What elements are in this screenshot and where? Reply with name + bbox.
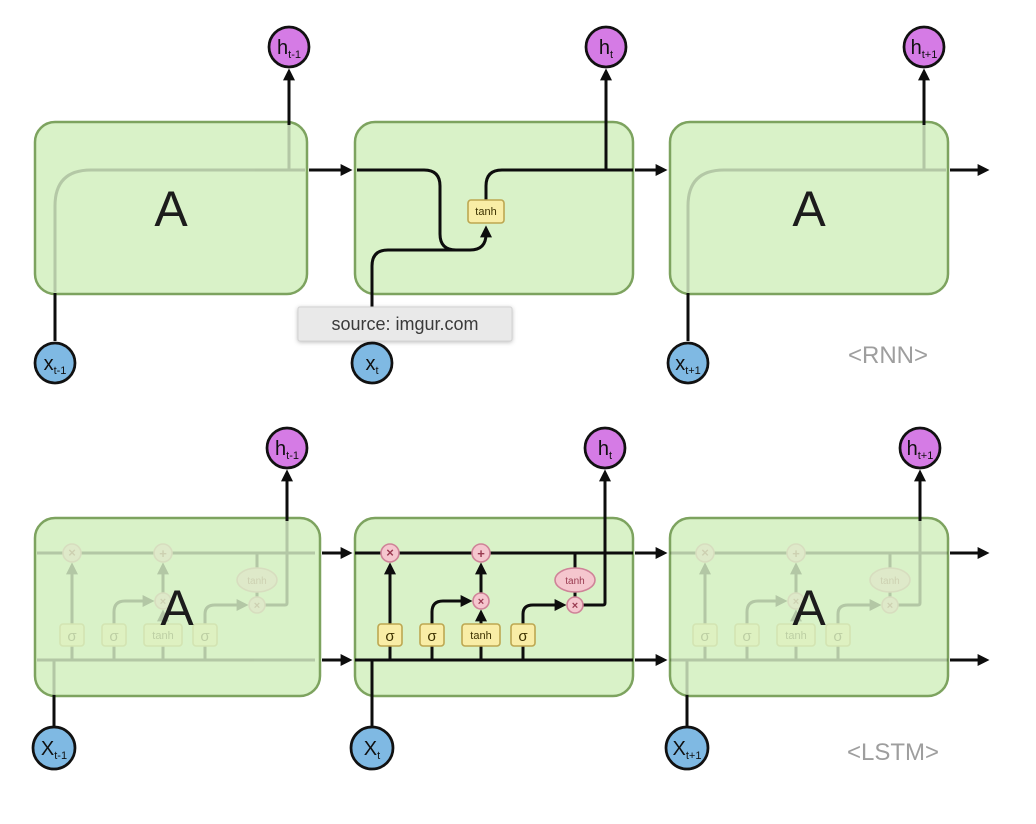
node-label-sub: t xyxy=(375,365,378,377)
cell-label: A xyxy=(154,181,188,237)
node-label-base: h xyxy=(907,438,918,460)
node-label: xt+1 xyxy=(675,353,701,377)
rnn-output-node-next xyxy=(902,25,946,69)
rnn-section: tanh A A ht-1 ht ht+1 xt-1 xt xt+1 <RNN> xyxy=(33,25,990,385)
tooltip-text: source: imgur.com xyxy=(331,314,478,334)
node-label-sub: t xyxy=(377,750,380,762)
node-label: ht-1 xyxy=(275,438,299,462)
lstm-cell-current xyxy=(353,516,635,698)
lstm-output-node-next xyxy=(898,426,942,470)
cell-label: A xyxy=(792,181,826,237)
rnn-input-node-current xyxy=(350,341,394,385)
node-label-sub: t+1 xyxy=(686,750,702,762)
node-label-sub: t+1 xyxy=(918,450,934,462)
node-label: ht+1 xyxy=(911,37,938,61)
node-label-base: x xyxy=(44,353,54,375)
rnn-cell-next xyxy=(668,120,950,296)
cell-label: A xyxy=(160,580,194,636)
rnn-caption: <RNN> xyxy=(848,342,928,369)
rnn-output-node-prev xyxy=(267,25,311,69)
node-label-base: x xyxy=(365,353,375,375)
node-label: ht+1 xyxy=(907,438,934,462)
lstm-input-node-current xyxy=(349,725,395,771)
node-label: ht xyxy=(598,438,612,462)
node-label-sub: t-1 xyxy=(54,750,67,762)
flow-line xyxy=(53,168,305,292)
node-label-base: h xyxy=(911,37,922,59)
node-label-sub: t-1 xyxy=(54,365,67,377)
lstm-input-node-prev xyxy=(31,725,77,771)
lstm-output-node-current xyxy=(583,426,627,470)
lstm-output-node-prev xyxy=(265,426,309,470)
lstm-cell-prev xyxy=(33,516,322,698)
cell-label: A xyxy=(792,580,826,636)
rnn-internals-prev xyxy=(53,124,305,292)
node-label: ht-1 xyxy=(277,37,301,61)
node-label-sub: t xyxy=(609,450,612,462)
node-label: Xt xyxy=(364,738,380,762)
rnn-input-node-next xyxy=(666,341,710,385)
gate-label: tanh xyxy=(475,206,496,218)
node-label-base: X xyxy=(673,738,686,760)
node-label-sub: t-1 xyxy=(286,450,299,462)
rnn-input-node-prev xyxy=(33,341,77,385)
node-label-base: h xyxy=(277,37,288,59)
rnn-internals-next xyxy=(686,124,946,292)
tanh-out-line xyxy=(484,168,633,200)
rnn-internals-current: tanh xyxy=(357,68,633,341)
node-label: xt-1 xyxy=(44,353,67,377)
node-label-sub: t+1 xyxy=(922,49,938,61)
lstm-section: A A ht-1 ht ht+1 Xt-1 Xt Xt+1 <LSTM> xyxy=(31,426,990,771)
node-label-base: X xyxy=(364,738,377,760)
node-label-base: X xyxy=(41,738,54,760)
node-label-base: h xyxy=(599,37,610,59)
flow-line xyxy=(686,168,946,292)
node-label-base: h xyxy=(275,438,286,460)
node-label-sub: t xyxy=(610,49,613,61)
node-label-base: h xyxy=(598,438,609,460)
rnn-tanh-gate xyxy=(467,199,505,224)
node-label-base: x xyxy=(675,353,685,375)
lstm-input-node-next xyxy=(664,725,710,771)
node-label: xt xyxy=(365,353,378,377)
node-label: Xt+1 xyxy=(673,738,702,762)
rnn-cell-prev xyxy=(33,120,309,296)
node-label: Xt-1 xyxy=(41,738,67,762)
node-label-sub: t+1 xyxy=(685,365,701,377)
input-merge-line xyxy=(370,248,456,341)
lstm-cell-next xyxy=(668,516,950,698)
tooltip-box xyxy=(297,306,513,342)
source-tooltip: source: imgur.com xyxy=(297,306,513,342)
node-label: ht xyxy=(599,37,613,61)
recurrent-in-line xyxy=(357,168,492,252)
lstm-caption: <LSTM> xyxy=(847,739,939,766)
node-label-sub: t-1 xyxy=(288,49,301,61)
rnn-output-node-current xyxy=(584,25,628,69)
